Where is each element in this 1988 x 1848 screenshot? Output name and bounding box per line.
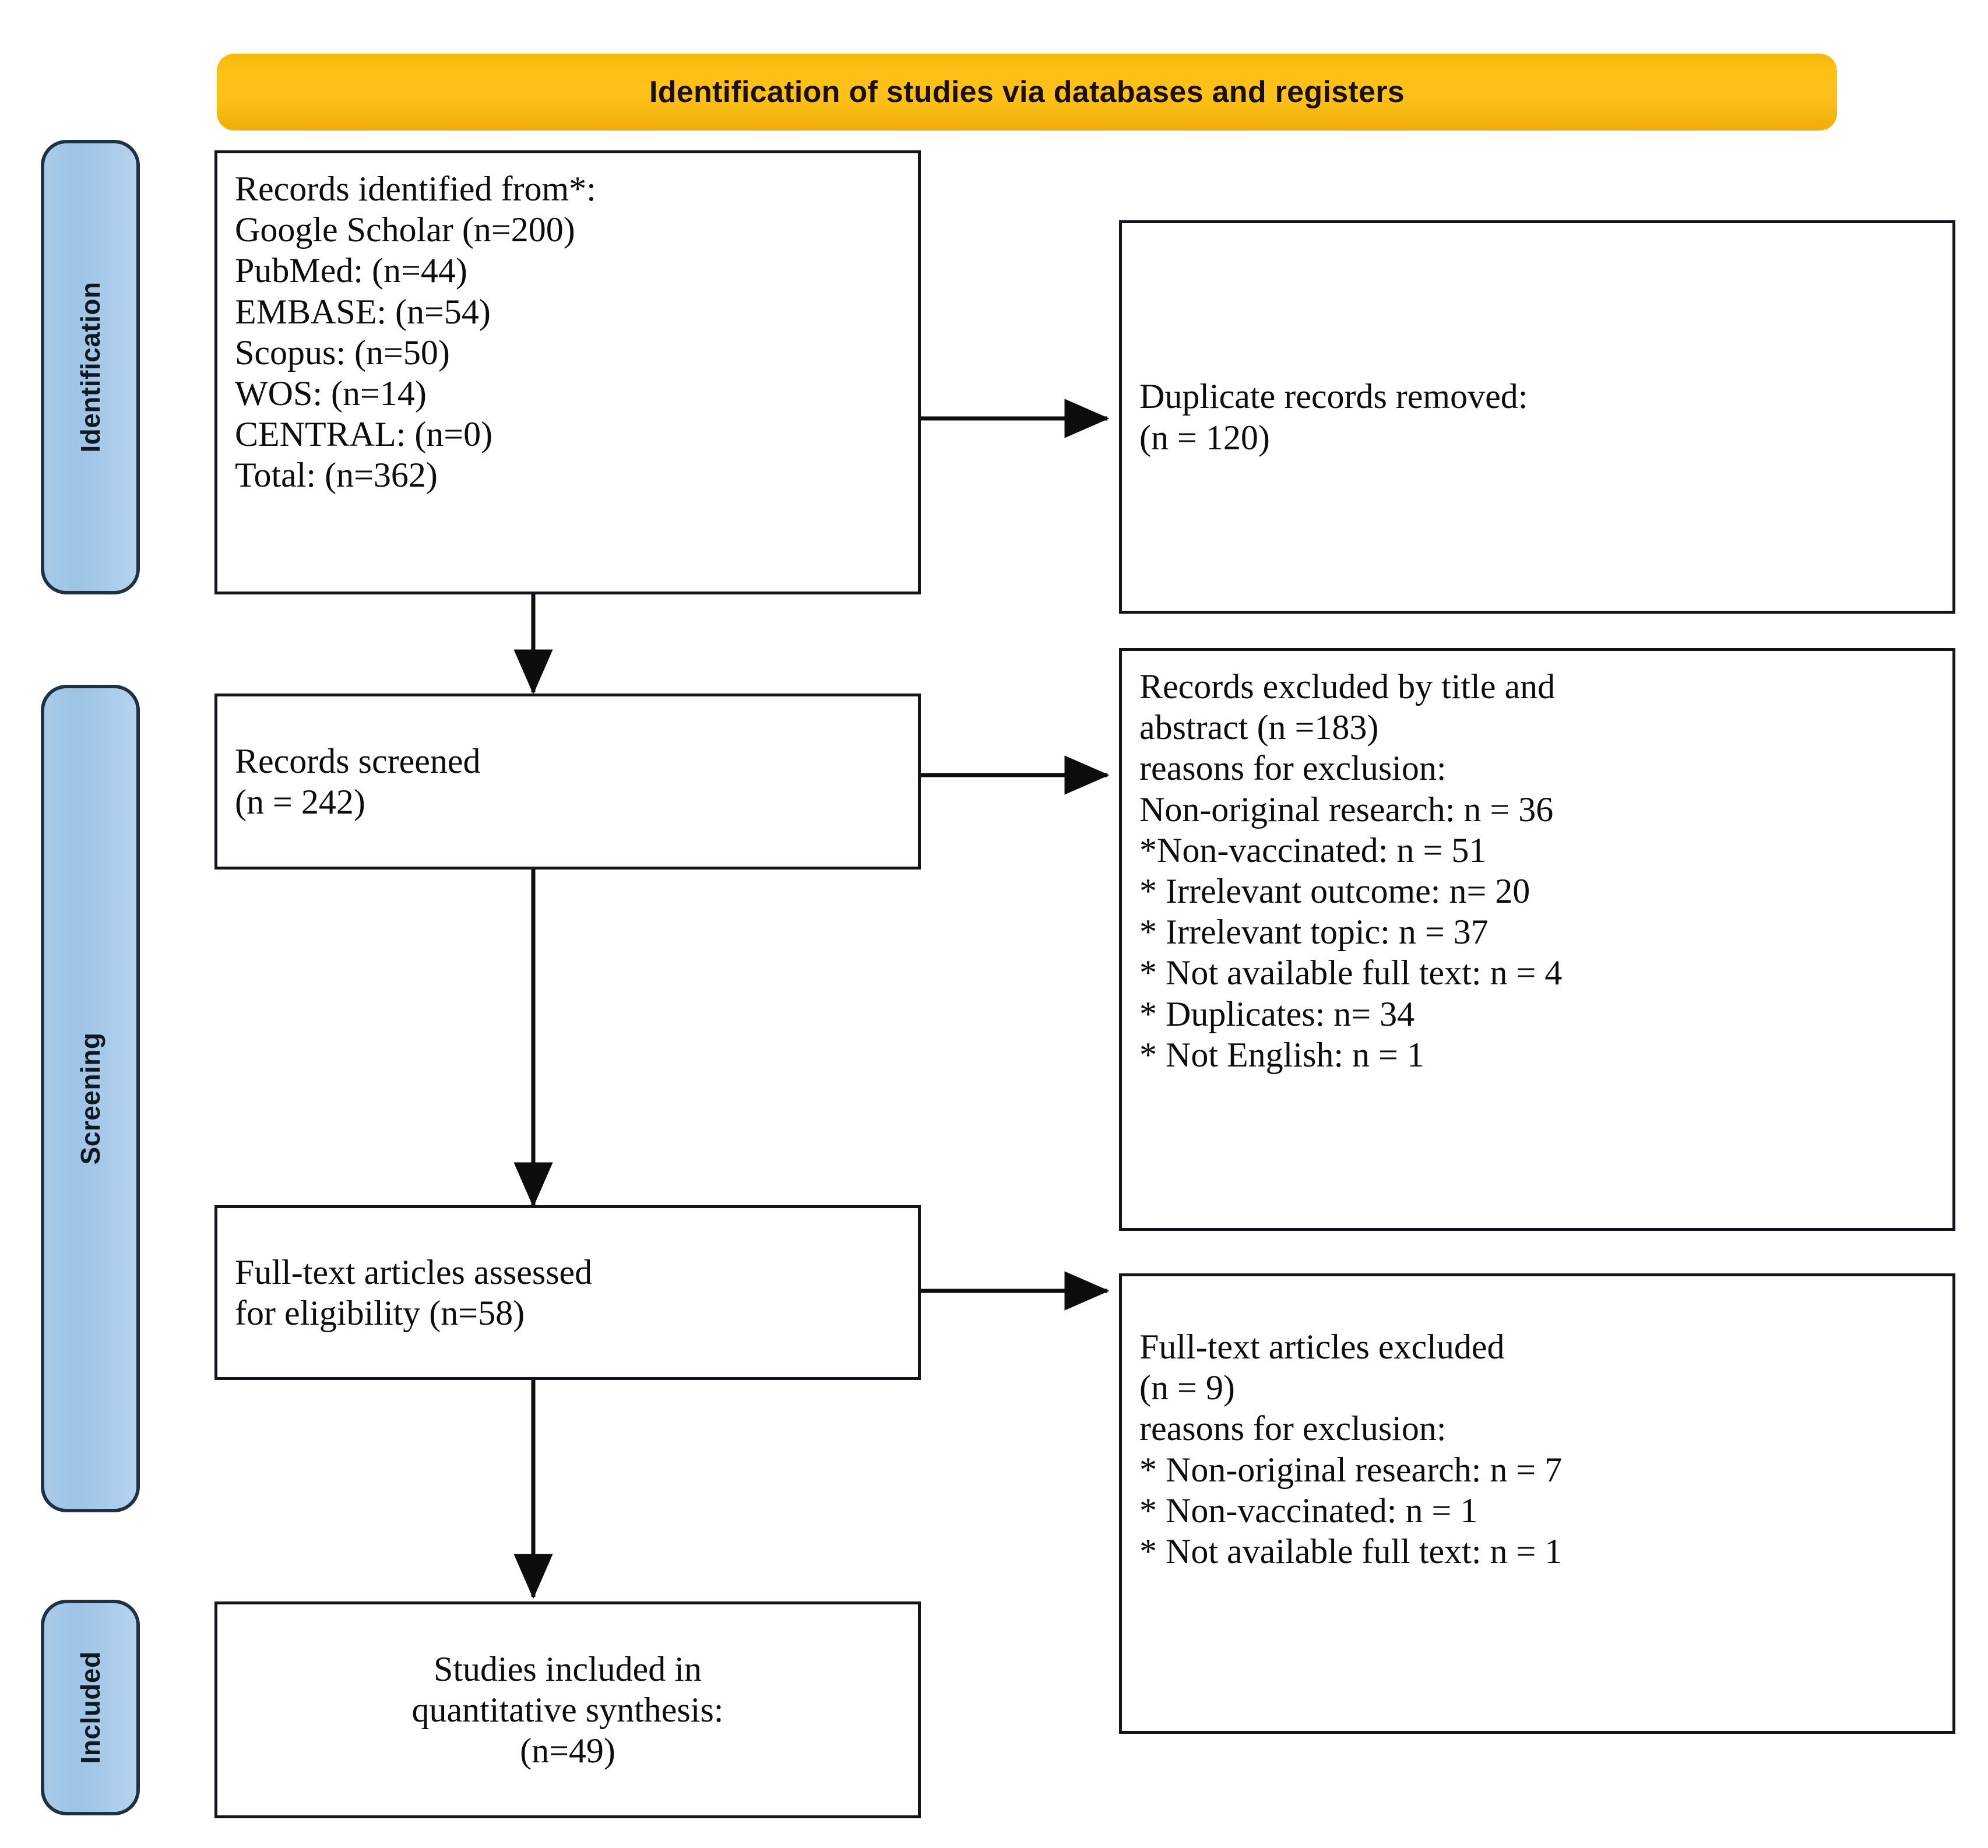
- box-studies-included-text: Studies included in quantitative synthes…: [412, 1649, 724, 1772]
- line-ftexcluded-3: * Non-original research: n = 7: [1139, 1450, 1563, 1489]
- line-screened-0: Records screened: [235, 741, 481, 780]
- banner-title: Identification of studies via databases …: [649, 75, 1405, 109]
- diagram-banner: Identification of studies via databases …: [217, 54, 1837, 131]
- line-identified-6: CENTRAL: (n=0): [235, 415, 493, 454]
- line-included-0: Studies included in: [434, 1649, 702, 1688]
- line-screened-1: (n = 242): [235, 783, 365, 821]
- box-fulltext-assessed-text: Full-text articles assessed for eligibil…: [235, 1252, 900, 1333]
- stage-label-identification: Identification: [75, 281, 105, 453]
- line-ftexcluded-2: reasons for exclusion:: [1139, 1409, 1447, 1448]
- stage-label-included: Included: [75, 1651, 105, 1764]
- line-ftexcluded-5: * Not available full text: n = 1: [1139, 1532, 1563, 1571]
- box-fulltext-assessed: Full-text articles assessed for eligibil…: [214, 1205, 921, 1380]
- line-identified-5: WOS: (n=14): [235, 374, 427, 413]
- line-identified-4: Scopus: (n=50): [235, 333, 450, 372]
- line-excluded-7: * Not available full text: n = 4: [1139, 953, 1563, 992]
- line-duplicates-1: (n = 120): [1139, 418, 1270, 457]
- line-ftexcluded-1: (n = 9): [1139, 1368, 1235, 1407]
- line-included-2: (n=49): [520, 1731, 615, 1770]
- box-records-screened-text: Records screened (n = 242): [235, 741, 900, 822]
- line-identified-1: Google Scholar (n=200): [235, 210, 575, 249]
- stage-label-screening: Screening: [75, 1032, 105, 1165]
- line-ftexcluded-4: * Non-vaccinated: n = 1: [1139, 1491, 1478, 1530]
- stage-bar-screening: Screening: [41, 685, 140, 1512]
- box-records-identified: Records identified from*: Google Scholar…: [214, 150, 921, 594]
- box-fulltext-excluded-text: Full-text articles excluded (n = 9) reas…: [1139, 1291, 1935, 1572]
- line-included-1: quantitative synthesis:: [411, 1690, 724, 1729]
- box-studies-included: Studies included in quantitative synthes…: [214, 1601, 921, 1818]
- stage-bar-identification: Identification: [41, 140, 140, 594]
- stage-bar-included: Included: [41, 1600, 140, 1815]
- line-identified-2: PubMed: (n=44): [235, 251, 467, 290]
- line-excluded-3: Non-original research: n = 36: [1139, 790, 1554, 829]
- line-excluded-1: abstract (n =183): [1139, 708, 1379, 747]
- line-excluded-9: * Not English: n = 1: [1139, 1035, 1424, 1074]
- line-duplicates-0: Duplicate records removed:: [1139, 377, 1528, 416]
- line-assessed-0: Full-text articles assessed: [235, 1252, 593, 1291]
- line-identified-3: EMBASE: (n=54): [235, 292, 491, 331]
- line-excluded-4: *Non-vaccinated: n = 51: [1139, 830, 1487, 870]
- line-identified-0: Records identified from*:: [235, 170, 596, 208]
- box-records-excluded: Records excluded by title and abstract (…: [1119, 648, 1955, 1231]
- line-excluded-0: Records excluded by title and: [1139, 667, 1556, 706]
- line-excluded-8: * Duplicates: n= 34: [1139, 994, 1415, 1033]
- box-duplicate-records-removed-text: Duplicate records removed: (n = 120): [1139, 376, 1935, 457]
- line-excluded-6: * Irrelevant topic: n = 37: [1139, 913, 1489, 952]
- line-ftexcluded-0: Full-text articles excluded: [1139, 1328, 1505, 1366]
- box-records-excluded-text: Records excluded by title and abstract (…: [1139, 666, 1935, 1075]
- line-excluded-5: * Irrelevant outcome: n= 20: [1139, 871, 1530, 910]
- box-records-screened: Records screened (n = 242): [214, 694, 921, 870]
- box-records-identified-text: Records identified from*: Google Scholar…: [235, 168, 900, 496]
- box-fulltext-excluded: Full-text articles excluded (n = 9) reas…: [1119, 1273, 1955, 1734]
- line-identified-7: Total: (n=362): [235, 456, 438, 495]
- line-excluded-2: reasons for exclusion:: [1139, 749, 1447, 788]
- box-duplicate-records-removed: Duplicate records removed: (n = 120): [1119, 220, 1955, 614]
- line-assessed-1: for eligibility (n=58): [235, 1294, 525, 1332]
